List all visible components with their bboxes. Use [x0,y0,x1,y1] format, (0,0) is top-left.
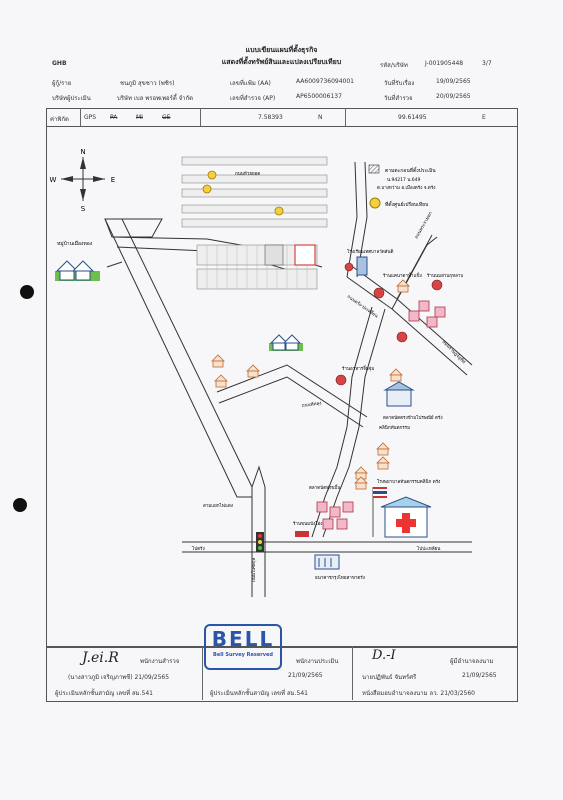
legend2: ที่ตั้งศูนย์เปรียบเทียบ [385,199,428,208]
compass-n: N [80,148,85,156]
date1-value: 19/09/2565 [436,78,471,85]
label-clinic: คลินิกทันตกรรม [379,425,410,431]
divider [345,108,346,127]
road-label: ถนนพัทลุง [301,400,321,409]
sig2-role: พนักงานประเมิน [296,658,339,665]
village-icon [269,334,303,351]
compass-icon: N S W E [50,148,116,213]
legend1-sub1: น.94217 น.649 [387,177,420,183]
road-label: ไปปะเหลียน [416,546,440,552]
signature-3: D.-I [372,648,396,663]
ref-value: J-001905448 [425,60,464,67]
label-hospital: โรงพยาบาลทันตกรรมคลินิก ตรัง [377,478,440,485]
company-code: GHB [52,60,67,67]
divider [352,646,353,700]
road-diagonal-west [104,218,252,498]
date2-label: วันที่สำรวจ [384,95,413,102]
date2-value: 20/09/2565 [436,93,471,100]
bank-icon [314,554,340,570]
sig1-title: ผู้ประเมินหลักชั้นสามัญ เลขที่ สม.541 [55,690,153,697]
label-signal: สามแยกไฟแดง [203,503,233,509]
compass-e: E [111,176,115,184]
company-stamp: BELL Bell Survey Reserved [204,624,282,670]
sig2-title: ผู้ประเมินหลักชั้นสามัญ เลขที่ สม.541 [210,690,308,697]
label-shop3: ร้านอาหารจิ้มจุ่ม [342,365,374,372]
label-market2: ตลาดนัดทุ่งขมิ้น [309,484,340,491]
divider [202,646,203,700]
label-shop4: ร้านขนมปังโอ่ง [293,520,323,527]
ref-label: รหัส/บริษัท [380,62,408,69]
road-label: ถนนวิเศษกุล [251,558,257,582]
car-icon [295,531,309,537]
location-map: N S W E [46,126,518,648]
stamp-sub: Bell Survey Reserved [213,652,273,658]
hole-punch [20,285,34,299]
traffic-light-icon [256,532,264,552]
aa-value: AA6009736094001 [296,78,355,85]
sig3-name: นายปฏิพันธ์ จันทร์ศรี [362,674,417,681]
ap-value: AP6500006137 [296,93,342,100]
title-line-2: แสดงที่ตั้งทรัพย์สินและแปลงเปรียบเทียบ [221,58,342,66]
map-drawing: N S W E [50,148,473,597]
legend1: ตามตะกอนที่ตั้งประเมิน [385,165,436,174]
signature-area [46,646,518,702]
label-shop1: ร้านแคนาดาน้ำแข็ง [383,271,422,279]
sig2-date: 21/09/2565 [288,672,323,679]
shop-icon [335,262,443,386]
aa-label: เลขที่แฟ้ม (AA) [230,80,271,87]
coords-pa: PA [110,114,118,121]
sig3-role: ผู้มีอำนาจลงนาม [450,658,494,665]
borrower-name: ชนภูมิ สุขชาว (พชิร) [120,80,175,87]
hole-punch [13,498,27,512]
borrower-label: ผู้กู้/ราย [52,80,72,87]
page-number: 3/7 [482,60,492,67]
divider [200,108,201,127]
coords-lat: 7.58393 [258,114,283,121]
legend: ตามตะกอนที่ตั้งประเมิน น.94217 น.649 ต.บ… [368,164,436,209]
stamp-text: BELL [211,627,275,651]
school-icon [383,381,415,407]
sig1-role: พนักงานสำรวจ [140,658,180,665]
coords-label: ค่าพิกัด [50,116,69,123]
coords-lon: 99.61495 [398,114,427,121]
coords-e: E [482,114,486,121]
road-label: ถนนพระรามหก [414,211,434,240]
road-label: ไปตรัง [191,546,205,552]
comparison-plot-icon [316,300,446,530]
road-label: ถนนตรัง-ปะเหลียน [346,294,379,320]
legend1-sub2: ต.บางหว่าม อ.เมืองตรัง จ.ตรัง [377,184,435,191]
flag-icon [372,487,387,537]
house-icon [211,279,410,490]
appraiser-company-label: บริษัทผู้ประเมิน [52,95,91,102]
hospital-icon [380,496,432,538]
coords-gps: GPS [84,114,97,121]
coords-mi: MI [136,114,143,121]
subject-plot [294,244,316,266]
coords-n: N [318,114,323,121]
sig3-title: หนังสือมอบอำนาจลงนาม ลว. 21/03/2560 [362,690,475,697]
village-icon [55,260,100,281]
sig3-date: 21/09/2565 [462,672,497,679]
label-school1: โรงเรียนเทศบาลวัดสันติ [347,248,393,255]
signature-1: J.ei.R [82,650,119,666]
ap-label: เลขที่สำรวจ (AP) [230,95,276,102]
label-market: ตลาดนัดตรงข้ามไปรษณีย์ ตรัง [383,414,443,421]
road-label: ถนนห้วยยอด [235,171,260,177]
date1-label: วันที่รับเรื่อง [384,80,415,87]
appraiser-company-name: บริษัท เบล พรอพเพอร์ตี้ จำกัด [117,95,194,102]
label-shop2: ร้านนมสวนกุหลาบ [427,273,463,279]
building-icon [356,256,368,276]
title-line-1: แบบเขียนแผนที่ตั้งธุรกิจ [245,46,318,54]
road-label: ถนนราษฎร์อุทิศ [441,338,468,365]
comparison-marker [202,170,284,216]
coords-ge: GE [162,114,171,121]
compass-s: S [81,205,86,213]
village-label: หมู่บ้านเมืองทอง [57,240,93,247]
divider [80,108,81,127]
label-bank: ธนาคารกรุงไทยสาขาตรัง [315,575,365,581]
sig1-name: (นางสาวภูมิ เจริญภาพชี) 21/09/2565 [68,674,170,681]
compass-w: W [50,176,57,184]
